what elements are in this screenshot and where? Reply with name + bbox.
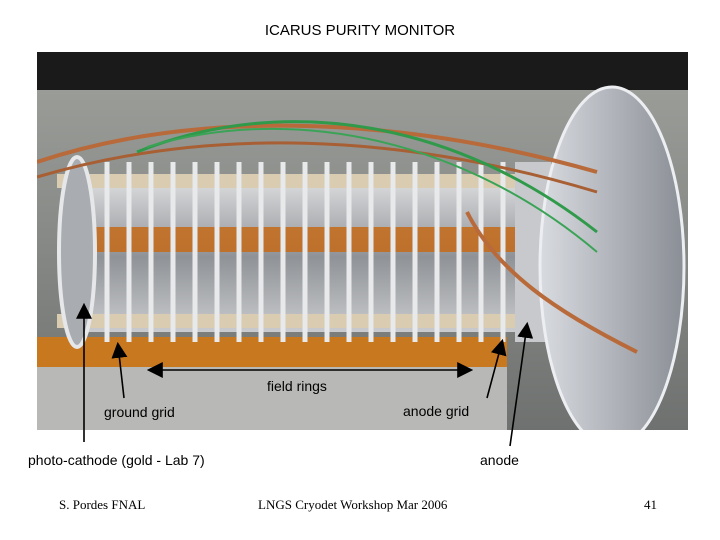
anode-arrow [509,321,534,447]
purity-monitor-photo [37,52,688,430]
field-rings-label: field rings [267,378,327,394]
photo-cathode-label: photo-cathode (gold - Lab 7) [28,452,205,468]
footer-event: LNGS Cryodet Workshop Mar 2006 [258,497,448,512]
anode-grid-label: anode grid [403,403,470,419]
ground-grid-label: ground grid [104,404,175,420]
field-rings-group [104,162,506,342]
inner-cylinder [77,182,557,332]
anode-grid-arrow [486,338,507,399]
slide-title: ICARUS PURITY MONITOR [264,22,456,39]
anode-label: anode [480,452,519,468]
ground-grid-arrow [111,341,128,399]
page-number: 41 [644,497,657,512]
footer-author: S. Pordes FNAL [59,497,146,512]
flange [538,85,686,430]
